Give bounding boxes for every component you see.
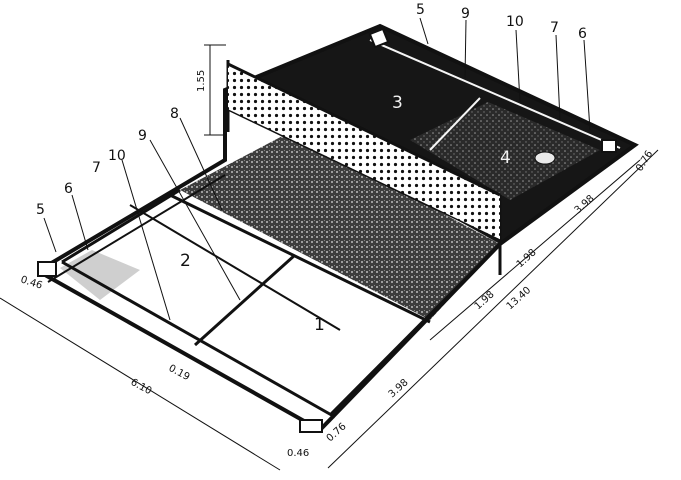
net-mesh [228,64,500,240]
back-line-near [61,260,336,419]
callout-top-10-label: 10 [506,14,524,30]
back-right-width-label: 0.76 [634,149,655,174]
shuttlecock-icon [534,151,556,165]
court [36,23,639,433]
net-height-label: 1.55 [196,70,207,92]
bottom-398-label: 3.98 [387,377,411,400]
callout-left-5-label: 5 [36,202,45,218]
net [226,60,502,275]
callout-top-7-label: 7 [550,20,559,36]
net-tape [227,62,501,197]
callout-left-7-label: 7 [92,160,101,176]
total-length-label: 13.40 [505,285,534,312]
zone-4-label: 4 [500,148,511,168]
callout-top-10 [515,29,521,103]
callout-left-8-label: 8 [170,106,179,122]
near-dark-half [180,132,500,320]
corner-box-near-left [37,261,57,277]
left-width-dim-line [0,297,281,471]
total-length-dim-line [327,149,659,469]
callout-top-9-label: 9 [461,6,470,22]
far-back-line [369,39,621,149]
callout-left-10 [121,159,171,321]
callout-top-6 [583,39,591,131]
right-side-dim-line [429,159,641,341]
short-019-label: 0.19 [167,363,192,383]
far-right-service-zone [410,102,600,200]
corner-box-far-right [601,139,617,153]
centre-line-near [193,253,297,347]
bottom-046-label: 0.46 [287,448,309,459]
callout-left-9-label: 9 [138,128,147,144]
corner-box-near-right [299,419,323,433]
callout-top-5 [419,17,429,45]
dimension-lines [0,17,659,471]
zone-2-label: 2 [180,251,191,271]
outer-boundary [36,23,639,433]
corner-box-far [368,27,390,49]
callout-left-10-label: 10 [108,148,126,164]
short-service-line-near [129,204,341,331]
callout-left-5 [43,217,57,253]
far-mid-line [429,97,481,151]
callout-top-7 [555,34,561,121]
width-610-label: 6.10 [129,377,154,397]
mid-line-near [169,193,431,324]
side-line-left [61,188,181,264]
zone-1-label: 1 [314,315,325,335]
callout-top-6-label: 6 [578,26,587,42]
net-bottom [227,109,501,241]
callout-left-6-label: 6 [64,181,73,197]
side-line-right-near [328,242,502,417]
callout-left-8 [179,117,223,211]
zone-3-label: 3 [392,93,403,113]
callout-top-5-label: 5 [416,2,425,18]
callout-top-9 [464,19,467,79]
bottom-076-label: 0.76 [325,421,349,444]
callout-left-9 [149,139,241,301]
callout-left-6 [71,194,89,251]
side-line-left-outer [47,174,226,283]
